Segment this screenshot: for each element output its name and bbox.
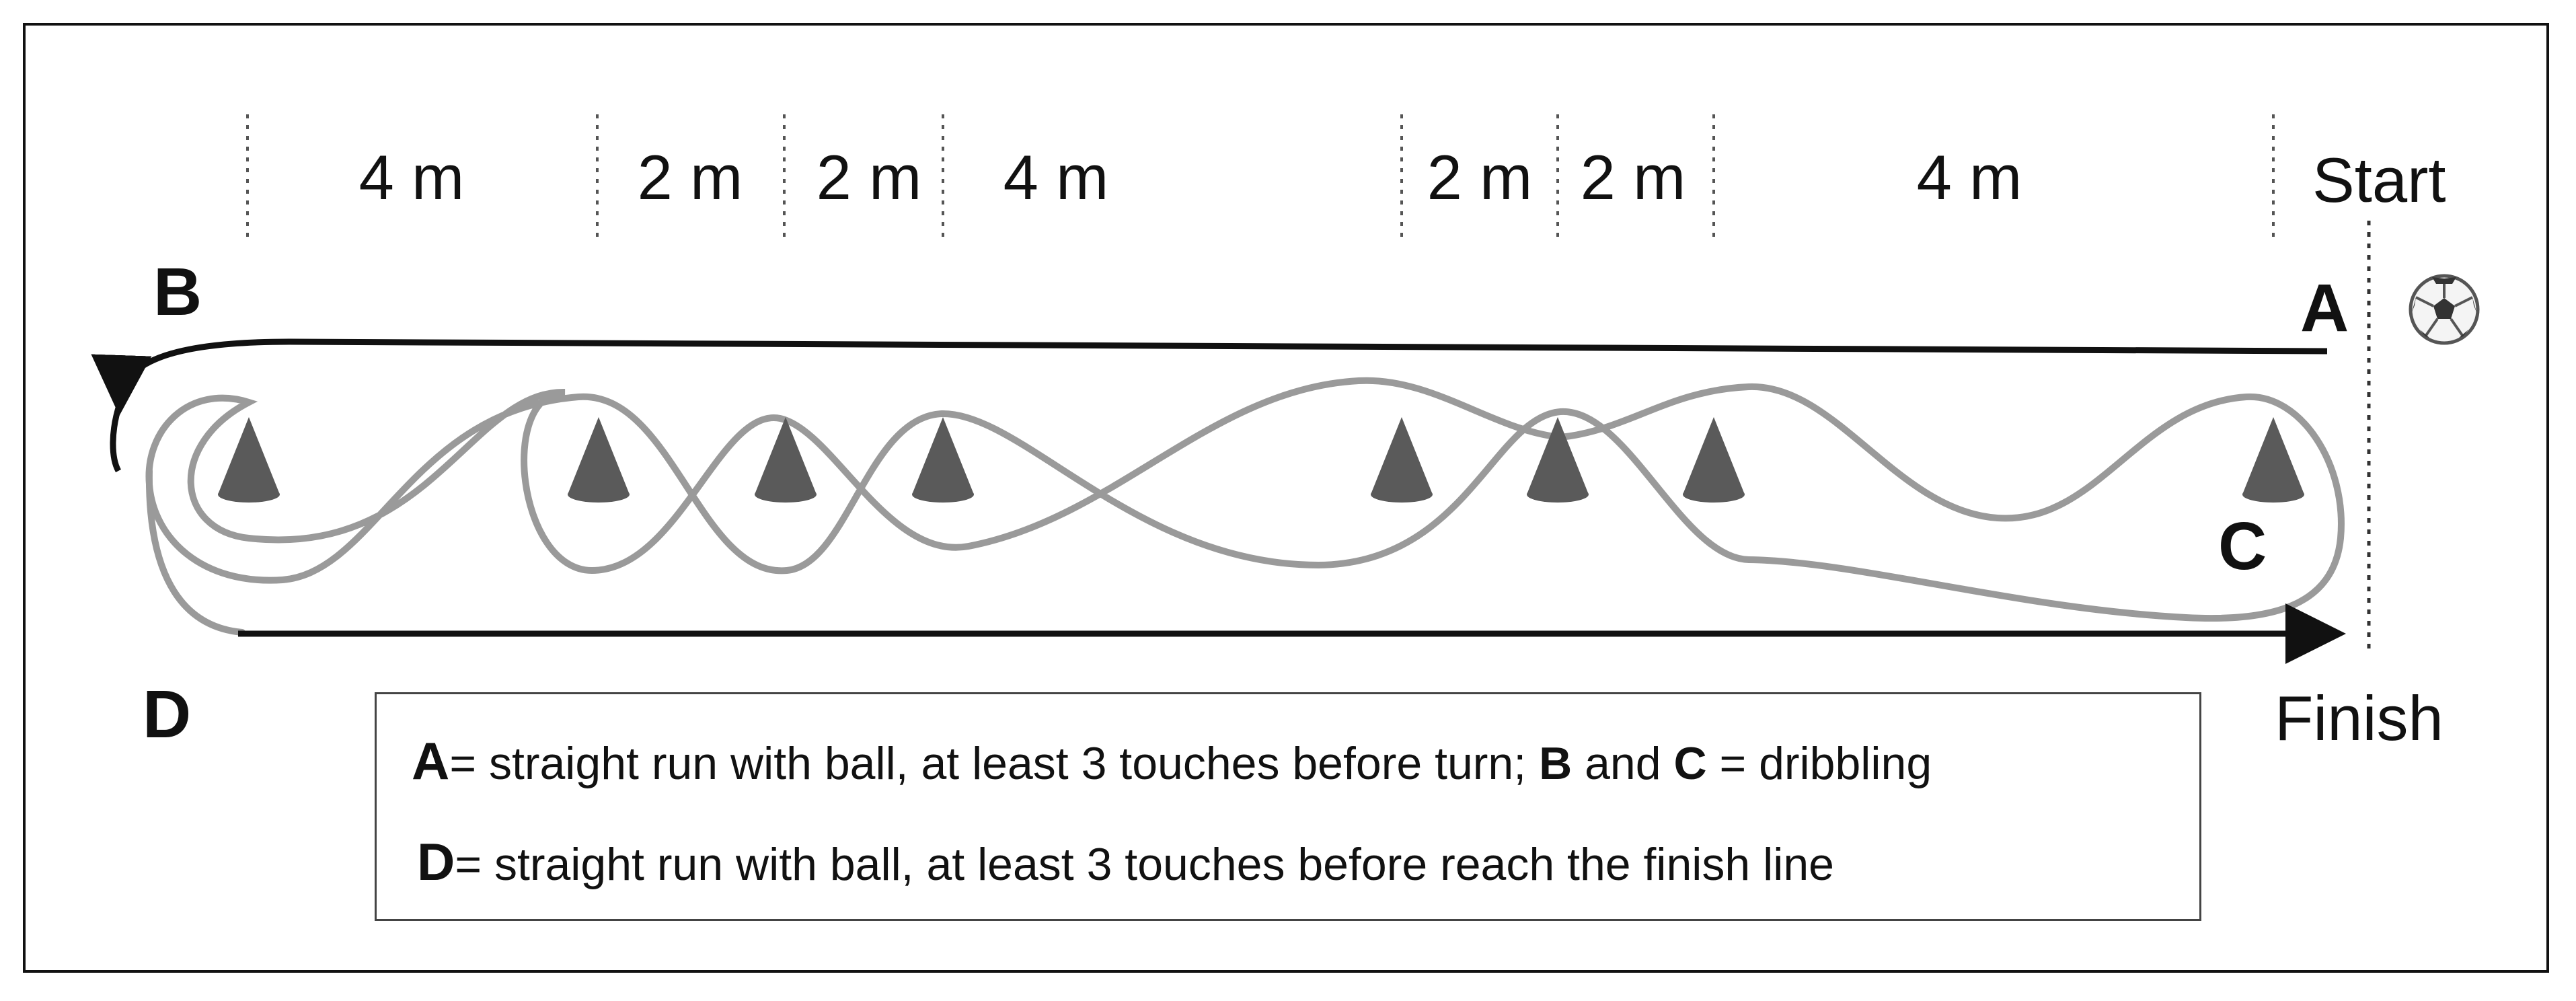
legend-text-c: = dribbling	[1719, 738, 1932, 789]
start-label: Start	[2312, 145, 2446, 215]
cone	[1527, 417, 1589, 503]
legend-line-2: D= straight run with ball, at least 3 to…	[417, 831, 1834, 893]
return-run-arrow	[91, 338, 2328, 416]
point-label-a: A	[2300, 270, 2349, 346]
cone	[755, 417, 817, 503]
distance-label: 4 m	[359, 142, 465, 213]
distance-label: 2 m	[817, 142, 922, 213]
legend-text-and: and	[1585, 738, 1661, 789]
distance-label: 2 m	[638, 142, 743, 213]
legend-box: A= straight run with ball, at least 3 to…	[375, 692, 2201, 921]
cones	[218, 417, 2304, 503]
legend-line-1: A= straight run with ball, at least 3 to…	[412, 731, 1932, 792]
distance-label: 4 m	[1917, 142, 2022, 213]
cone	[1683, 417, 1745, 503]
dribbling-path-tail	[145, 468, 245, 636]
distance-label: 2 m	[1581, 142, 1686, 213]
diagram-frame	[23, 23, 2549, 973]
legend-key-c: C	[1673, 738, 1707, 789]
cone	[568, 417, 630, 503]
point-label-b: B	[153, 254, 202, 330]
distance-label: 2 m	[1427, 142, 1533, 213]
dribbling-path	[145, 377, 2345, 622]
finish-label: Finish	[2275, 683, 2444, 753]
distance-labels: 4 m 2 m 2 m 4 m 2 m 2 m 4 m	[359, 142, 2022, 213]
return-run-turn	[110, 402, 123, 473]
legend-text-d: = straight run with ball, at least 3 tou…	[455, 839, 1834, 890]
cone	[218, 417, 280, 503]
cone	[2242, 417, 2304, 503]
distance-label: 4 m	[1003, 142, 1109, 213]
cone	[912, 417, 974, 503]
legend-key-b: B	[1539, 738, 1573, 789]
cone	[1371, 417, 1433, 503]
legend-text-a: = straight run with ball, at least 3 tou…	[449, 738, 1514, 789]
legend-separator: ;	[1513, 738, 1527, 789]
legend-key-a: A	[412, 731, 450, 790]
point-label-c: C	[2218, 509, 2267, 584]
legend-key-d: D	[417, 832, 455, 891]
soccer-ball-icon	[2409, 274, 2480, 345]
point-label-d: D	[143, 677, 191, 752]
